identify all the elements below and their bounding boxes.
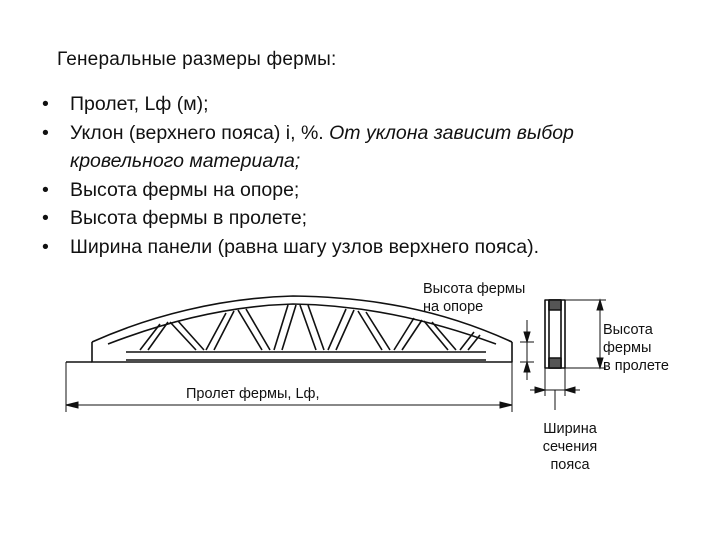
label-chord-width-line1: Ширина [543, 421, 597, 437]
label-support-height-line1: Высота фермы [423, 281, 526, 297]
bullet-span: Пролет, Lф (м); [42, 90, 642, 119]
label-span-height-line3: в пролете [603, 358, 669, 374]
left-support [91, 342, 513, 363]
bullet-support-height: Высота фермы на опоре; [42, 176, 642, 205]
bullet-span-height-text: Высота фермы в пролете; [70, 207, 308, 229]
bullet-slope-text: Уклон (верхнего пояса) i, %. [70, 121, 330, 144]
top-chord-outer [91, 295, 513, 343]
web-members [139, 304, 481, 351]
label-chord-width: Ширина сечения пояса [525, 420, 615, 474]
bullet-support-height-text: Высота фермы на опоре; [70, 178, 300, 201]
bullet-panel-width-text: Ширина панели (равна шагу узлов верхнего… [70, 235, 540, 258]
label-support-height: Высота фермы на опоре [423, 280, 525, 316]
bullet-span-height: Высота фермы в пролете; [42, 204, 642, 233]
label-span: Пролет фермы, Lф, [186, 386, 320, 402]
label-support-height-line2: на опоре [423, 299, 484, 315]
bullet-slope: Уклон (верхнего пояса) i, %. От уклона з… [42, 119, 642, 176]
label-span-height-line1: Высота [603, 322, 653, 338]
bullet-panel-width: Ширина панели (равна шагу узлов верхнего… [42, 233, 642, 262]
label-chord-width-line3: пояса [550, 457, 590, 473]
bullet-list: Пролет, Lф (м); Уклон (верхнего пояса) i… [42, 90, 642, 261]
slide-title: Генеральные размеры фермы: [57, 49, 337, 70]
bottom-chord [126, 351, 486, 361]
label-span-height-line2: фермы [603, 340, 652, 356]
bullet-slope-note: От уклона зависит выбор кровельного мате… [70, 121, 574, 173]
label-chord-width-line2: сечения [542, 439, 598, 455]
label-span-height: Высота фермы в пролете [603, 321, 669, 375]
bullet-span-text: Пролет, Lф (м); [70, 93, 209, 115]
